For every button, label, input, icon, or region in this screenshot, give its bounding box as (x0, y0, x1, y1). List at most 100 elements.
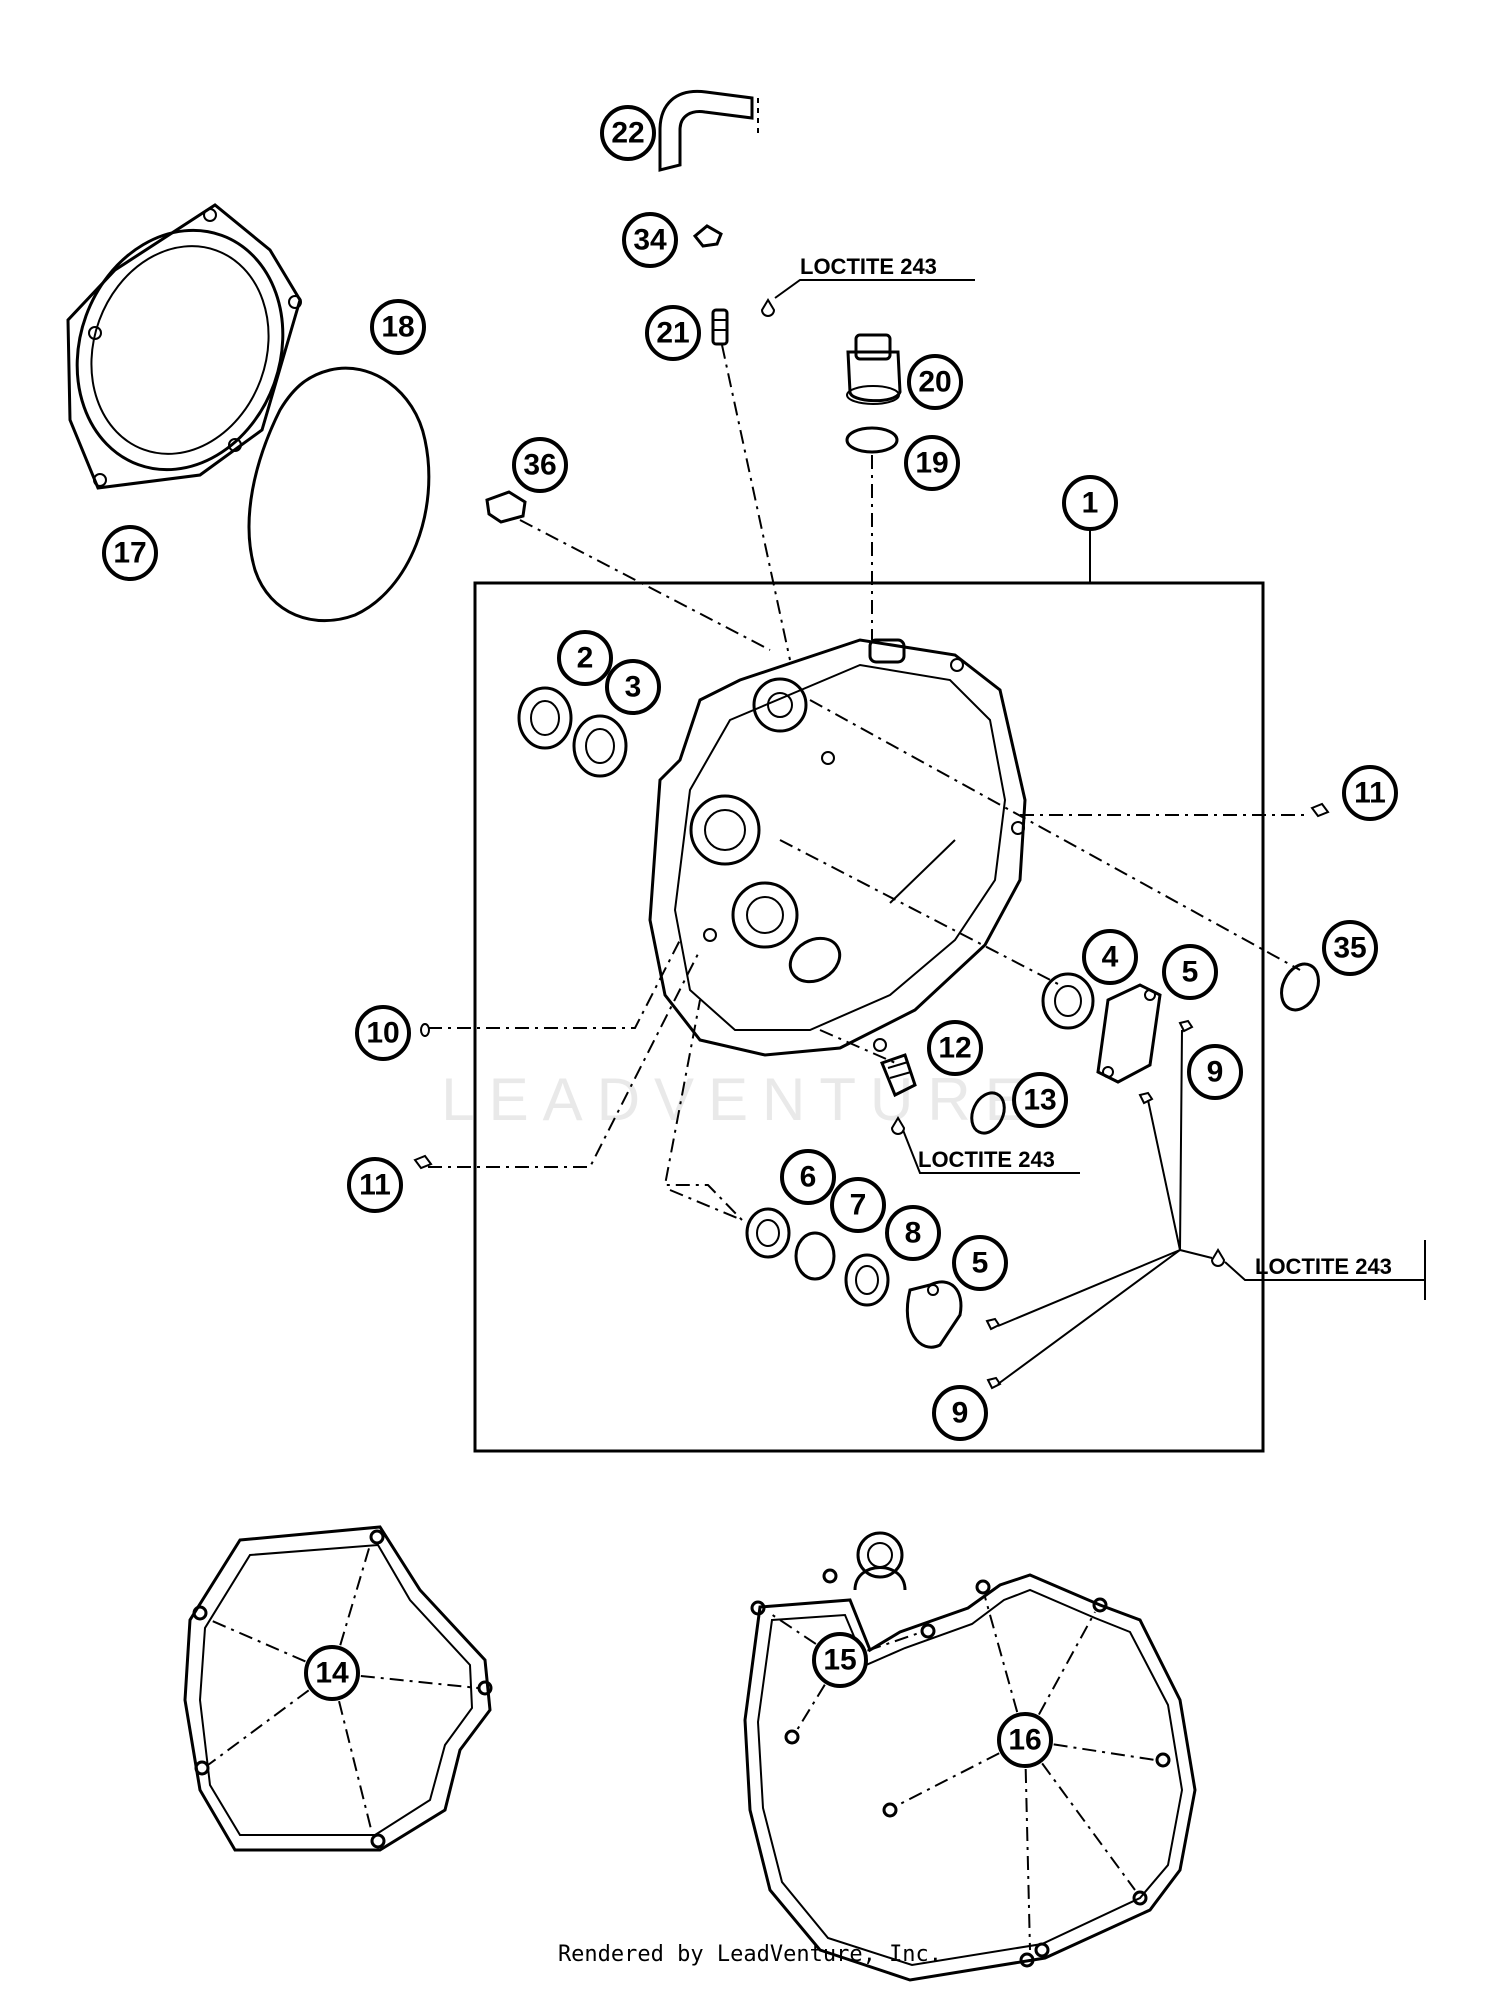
svg-text:4: 4 (1102, 941, 1119, 974)
leader-9-to-loctite (1179, 1249, 1213, 1259)
callout-21: 21 (645, 305, 701, 361)
svg-text:12: 12 (938, 1032, 971, 1065)
callout-3: 3 (605, 659, 661, 715)
screw-9-c[interactable] (985, 1317, 1001, 1331)
bearing-4[interactable] (1041, 972, 1095, 1030)
leader-11-left (428, 949, 701, 1168)
callout-5-lower: 5 (952, 1235, 1008, 1291)
cover-gasket[interactable] (247, 366, 431, 623)
svg-text:LOCTITE 243: LOCTITE 243 (918, 1147, 1055, 1172)
dowel-11-left[interactable] (413, 1154, 433, 1170)
o-ring-35[interactable] (1274, 958, 1325, 1016)
loctite-drop-right (1210, 1248, 1226, 1267)
hose[interactable] (658, 89, 754, 172)
gasket-15-16[interactable] (743, 1531, 1197, 1982)
callout-18: 18 (370, 299, 426, 355)
callout-36: 36 (512, 437, 568, 493)
svg-text:11: 11 (359, 1169, 391, 1202)
leaders-16 (897, 1596, 1156, 1951)
svg-text:LOCTITE 243: LOCTITE 243 (800, 254, 937, 279)
note-loctite-mid: LOCTITE 243 (918, 1147, 1055, 1172)
svg-text:20: 20 (918, 366, 951, 399)
callout-9-lower: 9 (932, 1385, 988, 1441)
dowel-11-right[interactable] (1310, 802, 1330, 818)
svg-text:9: 9 (952, 1397, 969, 1430)
callout-8: 8 (885, 1205, 941, 1261)
svg-text:10: 10 (366, 1017, 399, 1050)
leader-4 (779, 839, 1061, 986)
callout-11-right: 11 (1342, 765, 1398, 821)
callout-11-left: 11 (347, 1157, 403, 1213)
screw-9-d[interactable] (986, 1376, 1002, 1390)
callout-14: 14 (304, 1645, 360, 1701)
breather-nipple[interactable] (711, 308, 729, 346)
o-ring-13[interactable] (966, 1088, 1011, 1139)
bracket-bolt[interactable] (485, 490, 527, 524)
svg-text:1: 1 (1082, 487, 1099, 520)
callout-12: 12 (927, 1020, 983, 1076)
svg-text:5: 5 (972, 1247, 989, 1280)
svg-text:13: 13 (1023, 1084, 1056, 1117)
svg-text:35: 35 (1333, 932, 1366, 965)
leader-6 (663, 999, 743, 1221)
oil-seal-8[interactable] (844, 1253, 890, 1307)
filler-plug-o-ring[interactable] (845, 426, 899, 454)
callout-10: 10 (355, 1005, 411, 1061)
svg-text:8: 8 (905, 1217, 922, 1250)
svg-text:3: 3 (625, 671, 642, 704)
leader-10 (428, 939, 681, 1029)
svg-text:2: 2 (577, 642, 594, 675)
leader-loctite-right (1224, 1261, 1425, 1281)
callout-4: 4 (1082, 929, 1138, 985)
svg-text:36: 36 (523, 449, 556, 482)
callout-9-upper: 9 (1187, 1044, 1243, 1100)
dowel-pin-10[interactable] (420, 1023, 430, 1037)
svg-text:15: 15 (823, 1644, 856, 1677)
leader-loctite-top (774, 279, 975, 299)
callout-6: 6 (780, 1149, 836, 1205)
note-loctite-top: LOCTITE 243 (800, 254, 937, 279)
leader-35 (809, 699, 1301, 971)
svg-text:7: 7 (850, 1189, 867, 1222)
oil-filler-plug[interactable] (846, 333, 902, 405)
leader-9-fan (997, 1249, 1181, 1385)
oil-seal-3[interactable] (572, 714, 628, 778)
watermark-text: LEADVENTURE (441, 1066, 1038, 1133)
callout-17: 17 (102, 525, 158, 581)
callout-5-upper: 5 (1162, 944, 1218, 1000)
cover-plate-5-lower[interactable] (905, 1280, 963, 1349)
callout-13: 13 (1012, 1072, 1068, 1128)
assembly-box (473, 581, 1265, 1453)
svg-text:14: 14 (315, 1657, 349, 1690)
leader-loctite-mid (902, 1129, 1080, 1174)
callout-7: 7 (830, 1177, 886, 1233)
svg-text:21: 21 (656, 317, 689, 350)
oil-seal-6[interactable] (745, 1207, 791, 1259)
svg-text:19: 19 (915, 447, 948, 480)
svg-text:11: 11 (1354, 777, 1386, 810)
leader-9 (1147, 1029, 1183, 1251)
screw-9-b[interactable] (1138, 1091, 1154, 1105)
gasket-14[interactable] (183, 1525, 493, 1852)
svg-text:6: 6 (800, 1161, 817, 1194)
svg-text:18: 18 (381, 311, 414, 344)
leader-36 (519, 519, 771, 651)
circlip-7[interactable] (794, 1231, 836, 1281)
callout-22: 22 (600, 105, 656, 161)
svg-text:22: 22 (611, 117, 644, 150)
callout-16: 16 (997, 1712, 1053, 1768)
callout-35: 35 (1322, 920, 1378, 976)
clutch-cover-housing[interactable] (648, 638, 1027, 1057)
callout-19: 19 (904, 435, 960, 491)
svg-text:9: 9 (1207, 1056, 1224, 1089)
screw-9-a[interactable] (1178, 1019, 1194, 1033)
loctite-drop-top (760, 298, 776, 317)
svg-text:5: 5 (1182, 956, 1199, 989)
outer-clutch-cover[interactable] (44, 201, 315, 499)
loctite-drop-mid (890, 1116, 906, 1135)
hose-clamp[interactable] (692, 224, 723, 248)
cover-plate-5-upper[interactable] (1096, 983, 1162, 1084)
plug-12[interactable] (880, 1053, 917, 1098)
svg-text:34: 34 (633, 224, 667, 257)
oil-seal-2[interactable] (517, 686, 573, 750)
